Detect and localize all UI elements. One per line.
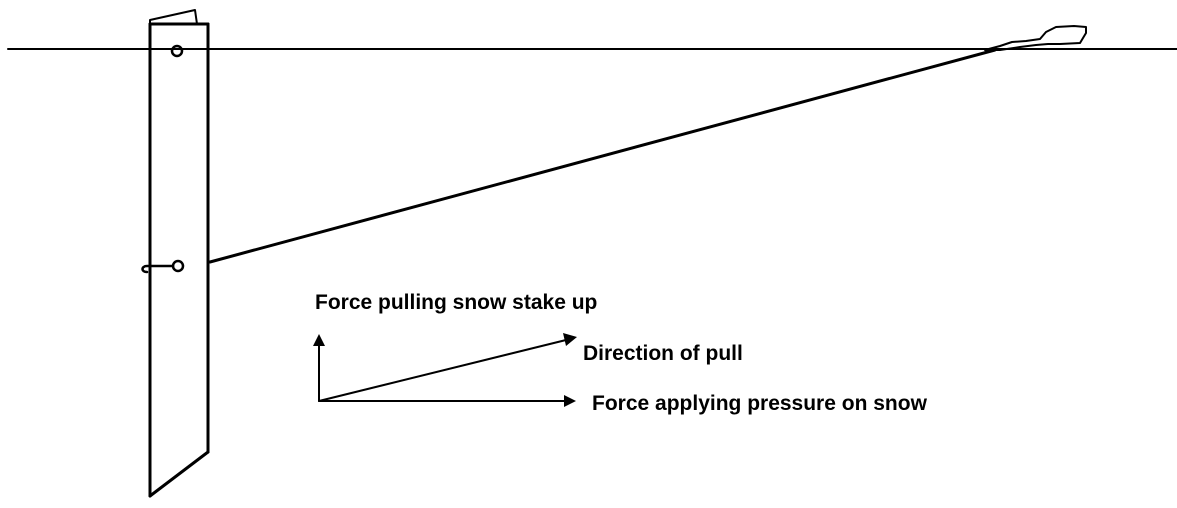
stake-attachment-hole xyxy=(171,259,185,273)
stake-top-cap xyxy=(149,9,198,25)
stake-clip xyxy=(141,264,175,274)
force-pressure-label: Force applying pressure on snow xyxy=(592,392,927,415)
snow-stake xyxy=(141,9,210,498)
direction-of-pull-arrow-shaft xyxy=(318,339,567,402)
force-up-arrowhead xyxy=(313,334,325,346)
stake-upper-hole xyxy=(170,44,184,58)
force-vectors xyxy=(313,333,577,407)
force-pressure-arrowhead xyxy=(564,395,576,407)
stake-bottom-edge xyxy=(148,450,210,498)
force-up-label: Force pulling snow stake up xyxy=(315,291,598,314)
surface-anchor xyxy=(984,25,1087,51)
direction-of-pull-arrowhead xyxy=(563,333,577,346)
pull-rope xyxy=(208,48,997,264)
direction-of-pull-label: Direction of pull xyxy=(583,342,743,365)
